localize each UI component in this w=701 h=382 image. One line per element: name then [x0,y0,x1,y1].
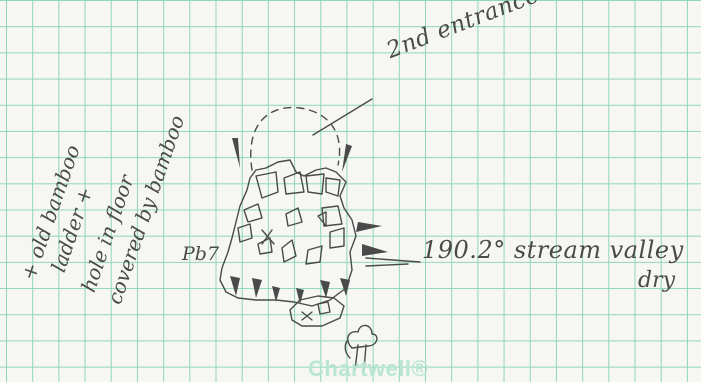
station-label: Pb7 [182,243,220,265]
bearing-leader-line [365,257,421,263]
bearing-note-dry: dry [638,268,676,293]
cave-sketch [219,98,421,371]
second-entrance-dashed-arc [250,106,341,171]
paper-brand-watermark: Chartwell® [308,356,429,381]
entrance-leader-line [312,98,373,136]
bearing-note: 190.2° stream valley [422,236,684,264]
lower-chamber [289,295,345,327]
tree-sketch [344,324,378,371]
passage-outline [219,159,357,307]
